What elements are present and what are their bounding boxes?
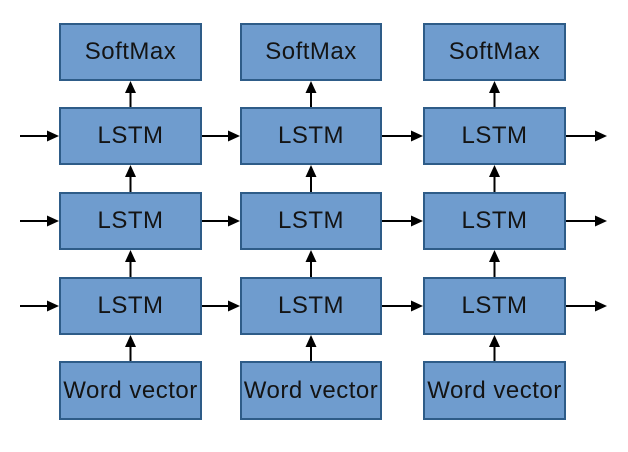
lstm-1-box-col3: LSTM [423, 107, 566, 165]
up-arrow [125, 81, 136, 107]
up-arrow [125, 165, 136, 192]
lstm-1-box-col1: LSTM [59, 107, 202, 165]
right-arrow [20, 300, 59, 312]
up-arrow [489, 250, 500, 277]
up-arrow [305, 335, 317, 361]
right-arrow [202, 130, 240, 142]
right-arrow [202, 215, 240, 227]
up-arrow [489, 165, 500, 192]
up-arrow [489, 81, 500, 107]
word-vector-box-col1: Word vector [59, 361, 202, 420]
word-vector-box-col2: Word vector [240, 361, 382, 420]
lstm-3-box-col1: LSTM [59, 277, 202, 335]
up-arrow [125, 335, 136, 361]
right-arrow [566, 130, 607, 142]
right-arrow [382, 130, 423, 142]
right-arrow [566, 300, 607, 312]
lstm-1-box-col2: LSTM [240, 107, 382, 165]
softmax-box-col2: SoftMax [240, 23, 382, 81]
lstm-2-box-col1: LSTM [59, 192, 202, 250]
up-arrow [305, 165, 317, 192]
lstm-3-box-col2: LSTM [240, 277, 382, 335]
lstm-2-box-col3: LSTM [423, 192, 566, 250]
right-arrow [382, 300, 423, 312]
word-vector-box-col3: Word vector [423, 361, 566, 420]
softmax-box-col1: SoftMax [59, 23, 202, 81]
softmax-box-col3: SoftMax [423, 23, 566, 81]
up-arrow [489, 335, 500, 361]
right-arrow [20, 215, 59, 227]
right-arrow [202, 300, 240, 312]
right-arrow [20, 130, 59, 142]
lstm-2-box-col2: LSTM [240, 192, 382, 250]
up-arrow [305, 250, 317, 277]
right-arrow [382, 215, 423, 227]
up-arrow [305, 81, 317, 107]
lstm-3-box-col3: LSTM [423, 277, 566, 335]
up-arrow [125, 250, 136, 277]
right-arrow [566, 215, 607, 227]
